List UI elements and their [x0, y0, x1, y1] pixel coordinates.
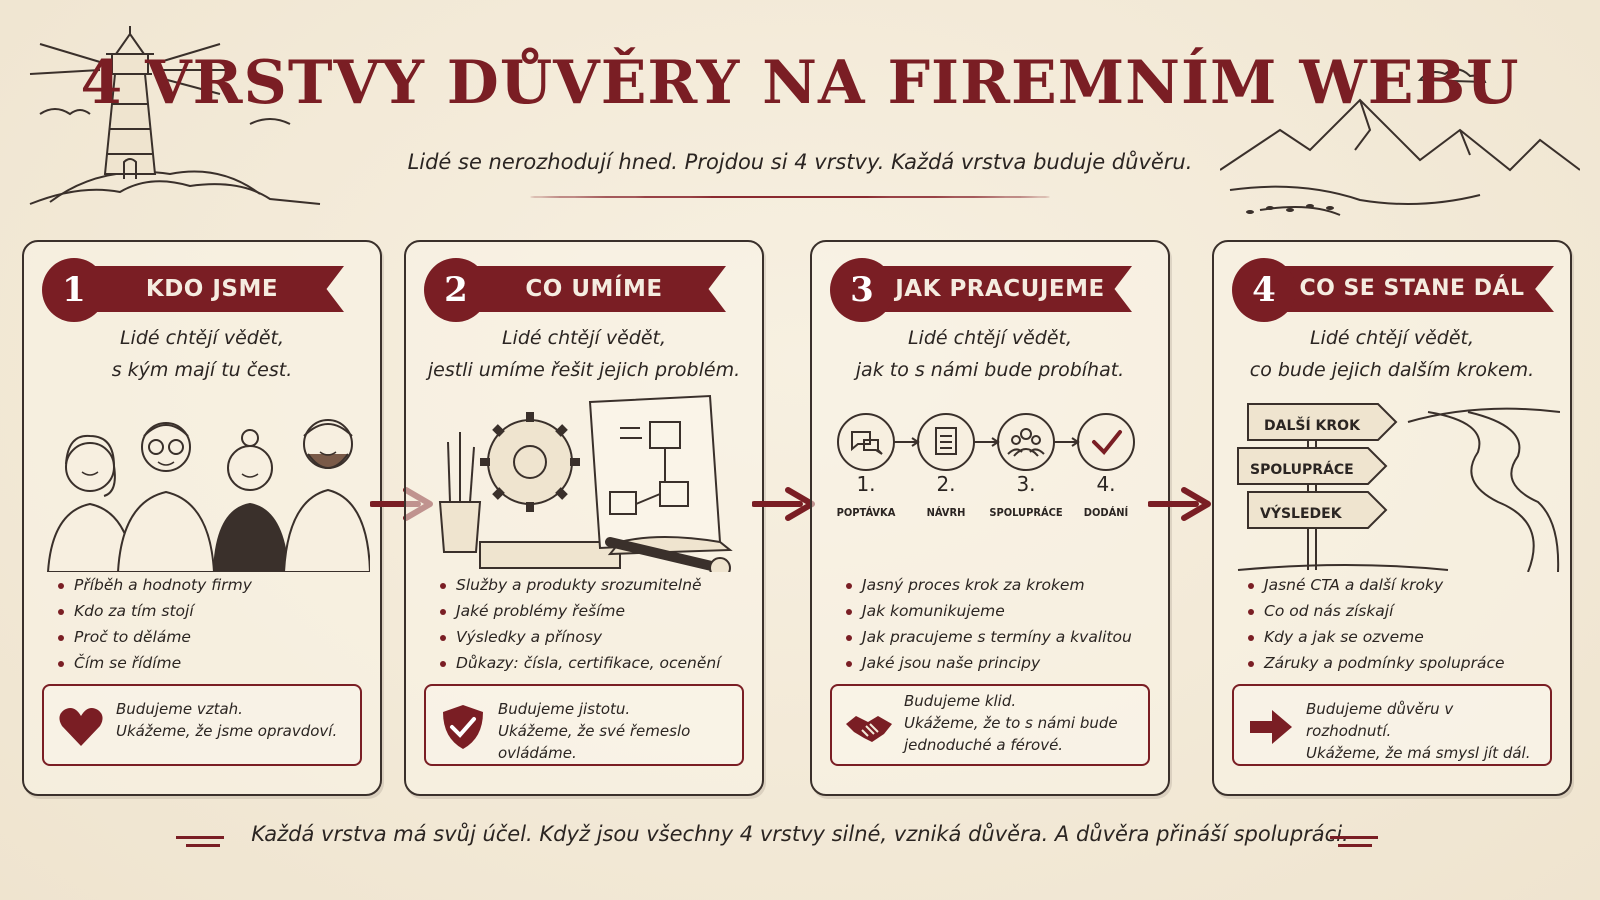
lighthouse-icon [29, 26, 321, 205]
list-item: Příběh a hodnoty firmy [58, 572, 368, 598]
card-co-umime: 2 CO UMÍME Lidé chtějí vědět, jestli umí… [404, 240, 764, 796]
list-item: Jasné CTA a další kroky [1248, 572, 1558, 598]
card-heading-ribbon: KDO JSME [94, 266, 344, 312]
sign-label: DALŠÍ KROK [1264, 418, 1360, 434]
step-number: 2. [936, 472, 956, 496]
arrow-right-icon [1250, 710, 1292, 744]
process-step: 4. DODÁNÍ [1066, 402, 1146, 519]
note-line1: Budujeme vztah. [116, 700, 243, 718]
note-line3: jednoduché a férové. [904, 736, 1064, 754]
shield-check-icon [443, 705, 483, 749]
card-intro: Lidé chtějí vědět, jak to s námi bude pr… [812, 322, 1168, 386]
list-item: Co od nás získají [1248, 598, 1558, 624]
handshake-icon [846, 716, 892, 742]
card-intro-line1: Lidé chtějí vědět, [907, 327, 1073, 349]
step-label: SPOLUPRÁCE [989, 506, 1063, 519]
subtitle-underline [530, 196, 1050, 198]
card-summary-note: Budujeme klid. Ukážeme, že to s námi bud… [830, 684, 1150, 766]
arrow-right-icon [1148, 487, 1211, 521]
card-heading-ribbon: CO UMÍME [476, 266, 726, 312]
step-number: 3. [1016, 472, 1036, 496]
page-title: 4 VRSTVY DŮVĚRY NA FIREMNÍM WEBU [80, 48, 1520, 118]
list-item: Záruky a podmínky spolupráce [1248, 650, 1558, 676]
card-intro-line2: co bude jejich dalším krokem. [1249, 359, 1535, 381]
card-kdo-jsme: 1 KDO JSME Lidé chtějí vědět, s kým mají… [22, 240, 382, 796]
process-step: 2. NÁVRH [906, 402, 986, 519]
card-intro: Lidé chtějí vědět, co bude jejich dalším… [1214, 322, 1570, 386]
card-summary-note: Budujeme důvěru v rozhodnutí. Ukážeme, ž… [1232, 684, 1552, 766]
card-bullet-list: Jasné CTA a další kroky Co od nás získaj… [1248, 572, 1558, 676]
note-line2: Ukážeme, že jsme opravdoví. [116, 722, 338, 740]
card-heading-ribbon: JAK PRACUJEME [882, 266, 1132, 312]
card-intro-line2: jestli umíme řešit jejich problém. [427, 359, 741, 381]
card-bullet-list: Jasný proces krok za krokem Jak komuniku… [846, 572, 1156, 676]
list-item: Důkazy: čísla, certifikace, ocenění [440, 650, 750, 676]
note-line1: Budujeme jistotu. [498, 700, 631, 718]
list-item: Kdo za tím stojí [58, 598, 368, 624]
card-number-badge: 1 [42, 258, 106, 322]
list-item: Jaké problémy řešíme [440, 598, 750, 624]
card-intro: Lidé chtějí vědět, s kým mají tu čest. [24, 322, 380, 386]
gear-tools-illustration-icon [438, 394, 733, 572]
card-number-badge: 2 [424, 258, 488, 322]
step-number: 1. [856, 472, 876, 496]
list-item: Služby a produkty srozumitelně [440, 572, 750, 598]
sign-label: SPOLUPRÁCE [1250, 462, 1354, 478]
footer-text: Každá vrstva má svůj účel. Když jsou vše… [251, 822, 1349, 846]
card-co-se-stane-dal: 4 CO SE STANE DÁL Lidé chtějí vědět, co … [1212, 240, 1572, 796]
process-step: 3. SPOLUPRÁCE [986, 402, 1066, 519]
list-item: Jak pracujeme s termíny a kvalitou [846, 624, 1156, 650]
card-summary-note: Budujeme vztah. Ukážeme, že jsme opravdo… [42, 684, 362, 766]
list-item: Jasný proces krok za krokem [846, 572, 1156, 598]
card-bullet-list: Příběh a hodnoty firmy Kdo za tím stojí … [58, 572, 368, 676]
list-item: Jak komunikujeme [846, 598, 1156, 624]
card-number-badge: 3 [830, 258, 894, 322]
footer-dash-right [1330, 836, 1378, 839]
card-intro-line1: Lidé chtějí vědět, [119, 327, 285, 349]
step-number: 4. [1096, 472, 1116, 496]
card-number-badge: 4 [1232, 258, 1296, 322]
list-item: Jaké jsou naše principy [846, 650, 1156, 676]
page-subtitle: Lidé se nerozhodují hned. Projdou si 4 v… [407, 150, 1193, 174]
process-step: 1. POPTÁVKA [826, 402, 906, 519]
step-label: DODÁNÍ [1083, 506, 1129, 519]
footer-dash-left [186, 844, 220, 847]
step-label: POPTÁVKA [836, 506, 896, 519]
footer-dash-left [176, 836, 224, 839]
mountains-icon [1220, 68, 1580, 216]
team-illustration-icon [46, 419, 370, 572]
note-line1: Budujeme důvěru v rozhodnutí. [1306, 700, 1454, 740]
list-item: Proč to děláme [58, 624, 368, 650]
list-item: Výsledky a přínosy [440, 624, 750, 650]
note-line1: Budujeme klid. [904, 692, 1017, 710]
note-line2: Ukážeme, že má smysl jít dál. [1306, 744, 1531, 762]
note-line2: Ukážeme, že své řemeslo ovládáme. [498, 722, 691, 762]
signpost-road-icon [1237, 403, 1560, 572]
card-bullet-list: Služby a produkty srozumitelně Jaké prob… [440, 572, 750, 676]
process-connector [837, 413, 1135, 471]
footer-dash-right [1338, 844, 1372, 847]
card-heading-ribbon: CO SE STANE DÁL [1284, 266, 1554, 312]
note-line2: Ukážeme, že to s námi bude [904, 714, 1118, 732]
card-jak-pracujeme: 3 JAK PRACUJEME Lidé chtějí vědět, jak t… [810, 240, 1170, 796]
list-item: Kdy a jak se ozveme [1248, 624, 1558, 650]
card-intro-line2: jak to s námi bude probíhat. [855, 359, 1125, 381]
step-label: NÁVRH [926, 506, 966, 519]
process-steps: 1. POPTÁVKA 2. NÁVRH 3. SPOLUPRÁCE 4. DO… [826, 402, 1158, 542]
card-intro-line1: Lidé chtějí vědět, [1309, 327, 1475, 349]
sign-label: VÝSLEDEK [1260, 506, 1342, 522]
list-item: Čím se řídíme [58, 650, 368, 676]
card-summary-note: Budujeme jistotu. Ukážeme, že své řemesl… [424, 684, 744, 766]
card-intro-line1: Lidé chtějí vědět, [501, 327, 667, 349]
card-intro-line2: s kým mají tu čest. [111, 359, 293, 381]
heart-icon [59, 708, 103, 746]
card-intro: Lidé chtějí vědět, jestli umíme řešit je… [406, 322, 762, 386]
